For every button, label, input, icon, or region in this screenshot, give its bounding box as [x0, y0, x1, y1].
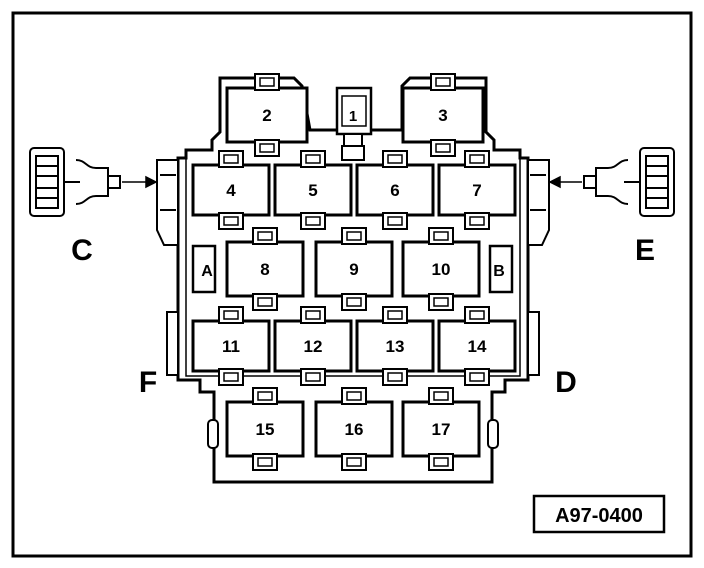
relay-label-10: 10 — [432, 260, 451, 279]
relay-label-2: 2 — [262, 106, 271, 125]
relay-label-17: 17 — [432, 420, 451, 439]
relay-boxes — [191, 73, 517, 471]
relay-2-body — [225, 73, 309, 157]
figure-id-box: A97-0400 — [532, 494, 666, 534]
left-side-rail — [156, 159, 179, 376]
relay-9-body — [314, 227, 394, 311]
relay-10-body — [401, 227, 481, 311]
relay-label-15: 15 — [256, 420, 275, 439]
figure-id: A97-0400 — [555, 505, 643, 527]
relay-label-9: 9 — [349, 260, 358, 279]
relay-label-14: 14 — [468, 337, 487, 356]
relay-8-body — [225, 227, 305, 311]
connector-e — [583, 147, 675, 217]
relay-7-body — [437, 150, 517, 230]
relay-label-16: 16 — [345, 420, 364, 439]
slot-b-label: B — [493, 263, 505, 280]
relay-label-8: 8 — [260, 260, 269, 279]
relay-label-1: 1 — [349, 108, 357, 125]
label-d: D — [555, 366, 577, 399]
label-c: C — [71, 234, 93, 267]
relay-16-body — [314, 387, 394, 471]
relay-14-body — [437, 306, 517, 386]
relay-4-body — [191, 150, 271, 230]
relay-label-7: 7 — [472, 181, 481, 200]
relay-label-3: 3 — [438, 106, 447, 125]
relay-label-13: 13 — [386, 337, 405, 356]
relay-label-12: 12 — [304, 337, 323, 356]
relay-1 — [335, 86, 373, 161]
connector-c — [29, 147, 121, 217]
right-side-rail — [527, 159, 550, 376]
relay-15-body — [225, 387, 305, 471]
relay-label-5: 5 — [308, 181, 317, 200]
label-e: E — [635, 234, 655, 267]
relay-17-body — [401, 387, 481, 471]
bottom-notches — [207, 419, 499, 449]
arrow-c — [122, 175, 158, 189]
relay-3-body — [401, 73, 485, 157]
relay-13-body — [355, 306, 435, 386]
relay-label-6: 6 — [390, 181, 399, 200]
label-f: F — [139, 366, 157, 399]
relay-label-11: 11 — [222, 337, 240, 356]
arrow-e — [548, 175, 582, 189]
slot-b: B — [488, 244, 514, 294]
relay-5-body — [273, 150, 353, 230]
relay-12-body — [273, 306, 353, 386]
relay-11-body — [191, 306, 271, 386]
slot-a-label: A — [201, 263, 213, 280]
relay-label-4: 4 — [226, 181, 236, 200]
housing-inner-edge — [185, 158, 521, 377]
slot-a: A — [191, 244, 217, 294]
relay-6-body — [355, 150, 435, 230]
